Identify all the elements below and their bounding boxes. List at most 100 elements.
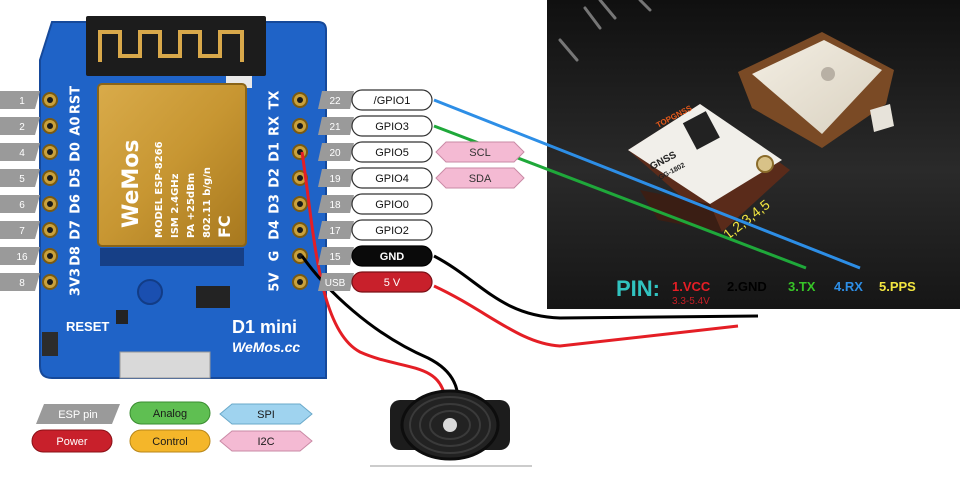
esp-pin-tag: [0, 91, 40, 109]
shield-pa: PA +25dBm: [186, 173, 197, 238]
fcc-mark: FC: [215, 215, 234, 238]
gpio-label: 5 V: [384, 277, 401, 289]
board-site: WeMos.cc: [232, 339, 300, 355]
esp-pin-tag: [0, 221, 40, 239]
shield-markings: WeMos MODEL ESP-8266 ISM 2.4GHz PA +25dB…: [119, 139, 234, 238]
left-pin-label: RST: [69, 86, 84, 114]
right-pad-hole: [297, 97, 303, 103]
left-pin-label: D8: [69, 246, 84, 266]
right-pin-label: D2: [268, 168, 283, 188]
gpio-label: GPIO3: [375, 121, 409, 133]
gpio-pill: [351, 141, 433, 163]
patch-antenna: [738, 32, 894, 148]
left-pad-hole: [47, 97, 53, 103]
wire-buzzer-signal: [300, 151, 447, 399]
wire-tx-to-rx: [433, 98, 861, 270]
esp-pin-tag: [0, 273, 40, 291]
right-pin-label: D1: [268, 142, 283, 162]
left-pad-hole: [47, 175, 53, 181]
wire-gnd: [433, 254, 759, 320]
reset-button: [42, 332, 58, 356]
gpio-number: 22: [329, 96, 341, 107]
module-edge: [100, 248, 244, 266]
gpio-pill: [351, 271, 433, 293]
i2c-tag-label: SCL: [469, 147, 490, 159]
i2c-tag: [435, 141, 525, 163]
legend-analog-shape: [129, 401, 211, 425]
gpio-number-tag: [318, 195, 354, 213]
background-streaks: [558, 0, 652, 62]
gpio-number: 18: [329, 200, 341, 211]
via: [137, 279, 163, 305]
esp-pin-number: 8: [19, 278, 25, 289]
gpio-number: USB: [325, 278, 346, 289]
legend-analog: Analog: [153, 408, 187, 420]
esp-pin-number: 5: [19, 174, 25, 185]
shield-model: MODEL ESP-8266: [154, 141, 165, 238]
i2c-tag-label: SDA: [469, 173, 492, 185]
gnss-module: TOPGNSS GNSS GG-1802: [628, 103, 790, 232]
left-pin-label: 3V3: [69, 268, 84, 296]
gpio-number-tag: [318, 91, 354, 109]
wemos-d1-mini-board: WeMos MODEL ESP-8266 ISM 2.4GHz PA +25dB…: [39, 16, 327, 379]
left-pin-label: A0: [69, 116, 84, 135]
pin-title: PIN:: [616, 276, 660, 301]
esp-pin-number: 6: [19, 200, 25, 211]
gpio-number: 20: [329, 148, 341, 159]
left-pad-hole: [47, 279, 53, 285]
vcc-range: 3.3-5.4V: [672, 296, 710, 307]
esp-pin-number: 16: [16, 252, 28, 263]
gpio-number: 19: [329, 174, 341, 185]
i2c-tag: [435, 167, 525, 189]
component: [116, 310, 128, 324]
esp-pin-tag: [0, 117, 40, 135]
legend-i2c: I2C: [257, 436, 274, 448]
left-pad-hole: [47, 201, 53, 207]
gpio-number-tag: [318, 169, 354, 187]
gpio-number-tag: [318, 273, 354, 291]
right-pin-label: D4: [268, 220, 283, 240]
connector: [756, 155, 774, 173]
esp-pin-number: 1: [19, 96, 25, 107]
esp-pin-number: 2: [19, 122, 25, 133]
gpio-number-tag: [318, 221, 354, 239]
legend-i2c-shape: [219, 430, 313, 452]
esp-pin-number: 4: [19, 148, 25, 159]
shield-wifi: 802.11 b/g/n: [202, 167, 213, 238]
legend-control: Control: [152, 436, 187, 448]
esp-shield: [97, 83, 247, 247]
right-pin-label: G: [268, 251, 283, 262]
gnss-pin-tx: 3.TX: [788, 279, 816, 294]
gnss-pin-rx: 4.RX: [834, 279, 863, 294]
gpio-number: 21: [329, 122, 341, 133]
legend-power: Power: [56, 436, 88, 448]
gpio-number-tag: [318, 247, 354, 265]
gpio-label: GPIO2: [375, 225, 409, 237]
gpio-pill: [351, 167, 433, 189]
left-pad-hole: [47, 149, 53, 155]
gnss-pin-vcc: 1.VCC: [672, 279, 711, 294]
left-pad-hole: [47, 227, 53, 233]
reset-label: RESET: [66, 319, 109, 334]
right-pad-hole: [297, 123, 303, 129]
wire-5v: [433, 284, 739, 348]
legend: ESP pin Analog SPI Power Control I2C: [31, 401, 313, 453]
right-pin-label: D3: [268, 194, 283, 214]
esp-pin-tag: [0, 169, 40, 187]
left-pin-label: D7: [69, 220, 84, 240]
qr-code: [682, 111, 720, 150]
gpio-label: GND: [380, 251, 405, 263]
shield-ism: ISM 2.4GHz: [170, 173, 181, 238]
chip-component: [196, 286, 230, 308]
left-pin-label: D0: [69, 142, 84, 162]
gpio-number-tag: [318, 117, 354, 135]
esp-pin-tag: [0, 143, 40, 161]
left-pad-hole: [47, 253, 53, 259]
gpio-pill: [351, 89, 433, 111]
right-pin-label: 5V: [268, 272, 283, 291]
right-pin-label: TX: [268, 91, 283, 110]
